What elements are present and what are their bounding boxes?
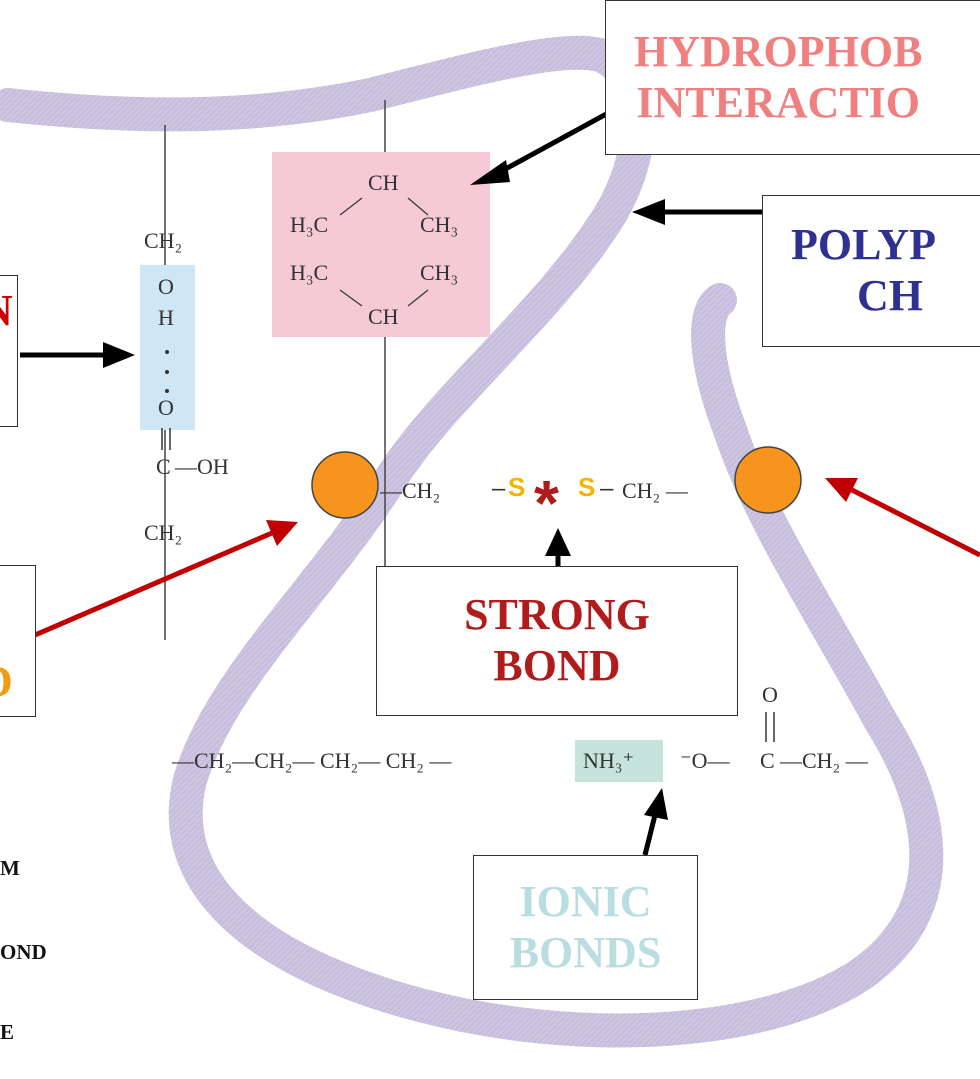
side-list-item-2: OND [0,940,47,964]
ionic-line-1: IONIC [519,876,652,926]
side-list-item-3: E [0,1020,15,1044]
disulfide-right-arrowhead [825,478,858,502]
hydrogen-bond-label-box: N [0,275,18,427]
disulfide-bridge-group: —CH₂ – S * S – CH₂ — [311,446,802,539]
polypeptide-chain-ribbon [0,35,944,1048]
ch3-2-text: CH₃ [420,260,458,285]
ch-bottom-text: CH [368,304,399,329]
ch2-right-text: CH₂ — [622,478,689,503]
dash-left-text: – [492,475,506,502]
ch2-top-text: CH₂ [144,228,182,253]
ionic-bonds-label-box: IONIC BONDS [473,855,698,1000]
carbon-text: C [156,454,171,479]
strong-line-2: BOND [493,641,621,690]
bond-line-4 [407,289,429,307]
oxygen-1-text: O [158,274,174,299]
cysteine-circle-right [734,446,802,514]
dash-right-text: – [600,475,614,502]
sulfur-1-text: S [508,472,525,502]
hydrogen-bond-partial-text: N [0,286,13,337]
disulfide-left-arrowhead [266,520,298,546]
carbonyl-carbon-text: C [760,748,775,773]
disulfide-left-arrow-shaft [34,530,273,638]
strong-bond-label-box: STRONG BOND [376,566,738,716]
sulfur-2-text: S [578,472,595,502]
ch2-left-text: —CH₂ [379,478,440,503]
hydrogen-text: H [158,305,174,330]
side-list-item-1: M [0,856,20,880]
hbond-dot-2 [165,370,169,374]
hydrogen-bond-group: CH₂ O H O C —OH CH₂ [144,228,229,545]
hydrophobic-arrowhead [470,160,510,185]
polypeptide-chain-label-box: POLYP CH [762,195,980,347]
h3c-1-text: H₃C [290,212,328,237]
oxygen-2-text: O [158,395,174,420]
ch-top-text: CH [368,170,399,195]
hbond-arrowhead [103,342,135,368]
h3c-2-text: H₃C [290,260,328,285]
ch3-1-text: CH₃ [420,212,458,237]
ionic-chain-group: —CH₂—CH₂— CH₂— CH₂ — NH₃⁺ ⁻O— C —CH₂ — O [171,682,869,773]
disulfide-bridge-label-box: D [0,565,36,717]
hydrophobic-interaction-label-box: HYDROPHOB INTERACTIO [605,0,980,155]
disulfide-right-arrow-shaft [850,487,980,558]
ch2-lower-text: CH₂ [144,520,182,545]
bond-line-1 [339,197,363,216]
hbond-dot-1 [165,350,169,354]
polypeptide-arrowhead [632,199,665,225]
ionic-line-2: BONDS [509,927,662,977]
hydrophobic-arrow-shaft [498,109,612,175]
methylene-chain-text: —CH₂—CH₂— CH₂— CH₂ — [171,748,452,773]
carbonyl-oxygen-text: O [762,682,778,707]
disulfide-asterisk: * [534,467,559,539]
ch2-end-text: —CH₂ — [779,748,869,773]
disulfide-partial-text: D [0,657,13,708]
hydroxyl-text: —OH [174,454,229,479]
hydrophobic-highlight [272,152,490,337]
arrows [20,109,980,856]
hydrophobic-line-2: INTERACTIO [636,77,921,127]
polypeptide-line-2: CH [857,271,923,320]
strong-bond-arrowhead [545,528,571,556]
bond-line-2 [407,197,429,216]
hydrophobic-group: CH H₃C CH₃ H₃C CH₃ CH [290,170,458,329]
hbond-dot-3 [165,389,169,393]
cysteine-circle-left [311,451,379,519]
ionic-arrow-shaft [642,814,658,856]
hydrophobic-line-1: HYDROPHOB [634,26,923,76]
strong-line-1: STRONG [464,590,650,640]
carboxylate-oxygen-text: ⁻O— [680,748,731,773]
ionic-arrowhead [644,788,668,820]
polypeptide-line-1: POLYP [791,220,937,270]
hydrogen-bond-highlight [140,265,195,430]
bond-line-3 [339,289,363,307]
ammonium-text: NH₃⁺ [583,748,634,773]
ionic-bond-highlight [575,740,663,782]
